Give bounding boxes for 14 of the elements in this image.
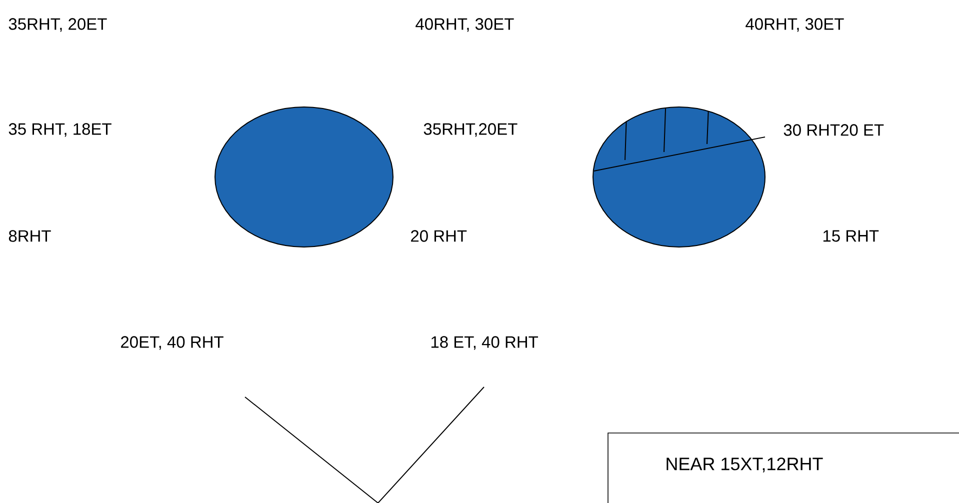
label: 40RHT, 30ET	[416, 18, 514, 32]
label: 20ET, 40 RHT	[121, 336, 224, 350]
circle-shape	[214, 106, 394, 248]
label: 35RHT, 20ET	[8, 18, 107, 32]
label: 15 RHT	[823, 230, 879, 242]
label: 35 RHT, 18ET	[8, 123, 112, 137]
label: 18 ET, 40 RHT	[431, 336, 538, 350]
label: 20 RHT	[411, 230, 467, 242]
label: 30 RHT20 ET	[784, 124, 884, 136]
label: 8RHT	[8, 230, 51, 242]
label: 40RHT, 30ET	[746, 18, 844, 32]
label: 35RHT,20ET	[424, 123, 518, 137]
circle-shape	[592, 106, 766, 248]
text-box: NEAR 15XT,12RHT	[608, 432, 959, 503]
